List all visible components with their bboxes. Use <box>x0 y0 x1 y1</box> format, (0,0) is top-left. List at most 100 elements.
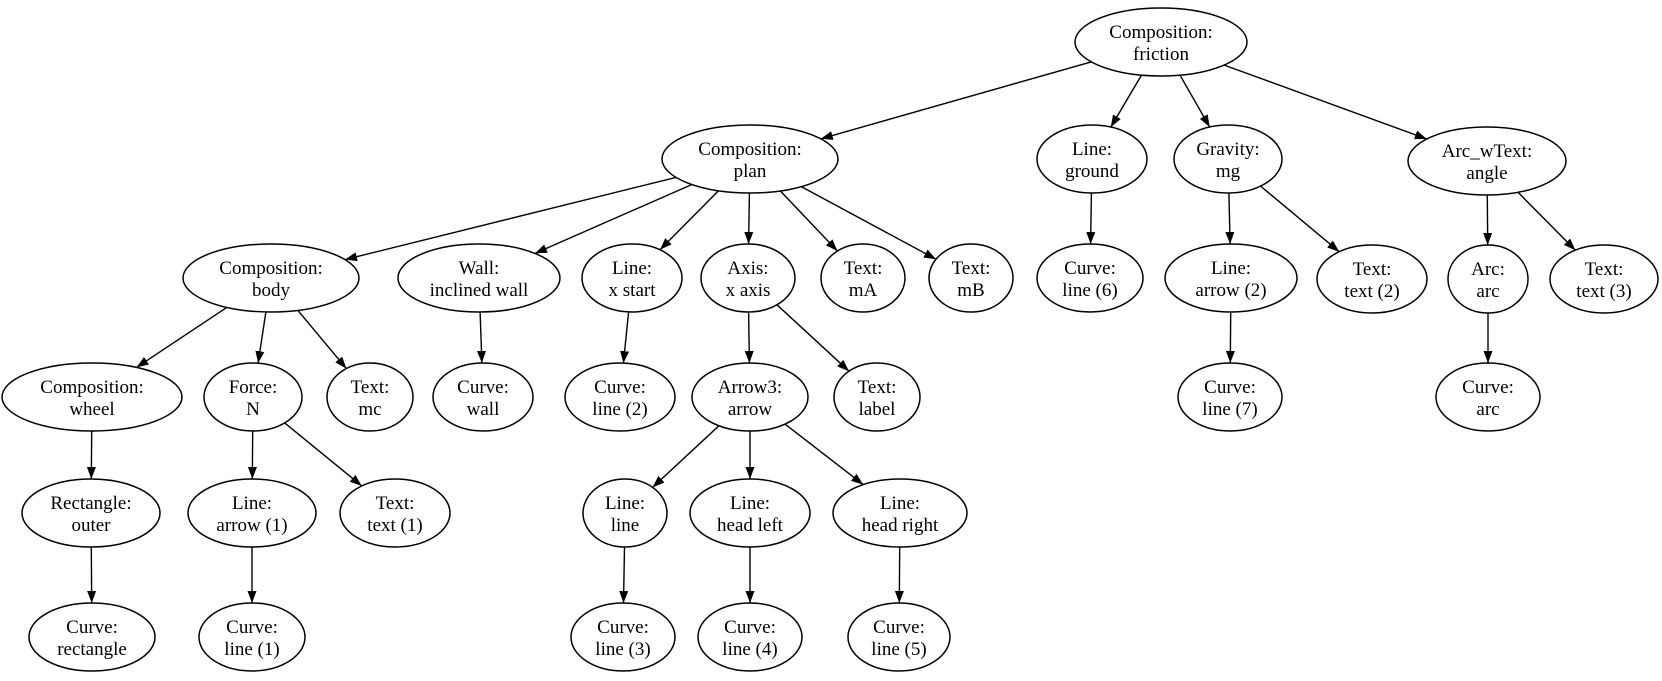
node-plan: Composition:plan <box>661 124 839 194</box>
node-ellipse-line7 <box>1177 362 1283 432</box>
node-ground: Line:ground <box>1036 124 1148 194</box>
node-outer: Rectangle:outer <box>21 478 161 548</box>
node-curvewall: Curve:wall <box>432 362 534 432</box>
node-ellipse-curverect <box>28 602 156 672</box>
edge-xaxis-label <box>776 304 850 372</box>
node-label-line2-curvewall: wall <box>467 399 500 420</box>
node-ellipse-friction <box>1074 7 1248 77</box>
node-label-line1-headright: Line: <box>880 493 920 514</box>
node-arrow1: Line:arrow (1) <box>187 478 317 548</box>
node-label-line1-outer: Rectangle: <box>50 493 131 514</box>
edge-plan-xaxis <box>744 192 754 245</box>
node-ellipse-text1 <box>339 478 451 548</box>
node-ellipse-line3 <box>570 602 676 672</box>
edge-lineline-line3 <box>619 546 629 604</box>
node-label-line2-arrow1: arrow (1) <box>216 515 287 536</box>
node-label-line1-line7: Curve: <box>1204 377 1256 398</box>
node-ellipse-angle <box>1407 126 1567 196</box>
node-label-line1-wall: Wall: <box>459 258 500 279</box>
node-label-line1-forceN: Force: <box>229 377 278 398</box>
node-curverect: Curve:rectangle <box>28 602 156 672</box>
node-label-line1-xaxis: Axis: <box>727 258 768 279</box>
node-label-line2-line4: line (4) <box>722 639 777 660</box>
edge-mg-arrow2 <box>1225 192 1235 245</box>
node-ellipse-xstart <box>581 243 683 313</box>
node-arrow3: Arrow3:arrow <box>691 362 809 432</box>
edge-forceN-text1 <box>284 422 363 487</box>
node-ellipse-wheel <box>1 362 183 432</box>
node-layer: Composition:frictionComposition:planLine… <box>1 7 1659 672</box>
node-label-line1-line6: Curve: <box>1064 258 1116 279</box>
edge-body-wheel <box>136 306 228 368</box>
edge-arrow3-lineline <box>652 425 720 488</box>
node-ellipse-mg <box>1173 124 1283 194</box>
node-label-line2-wheel: wheel <box>69 399 114 420</box>
node-label-line1-mA: Text: <box>844 258 883 279</box>
node-ellipse-headright <box>832 478 968 548</box>
node-label-line2-headright: head right <box>862 515 939 536</box>
edge-plan-body <box>344 176 677 262</box>
node-label-line2-line6: line (6) <box>1062 280 1117 301</box>
node-label-line2-text3: text (3) <box>1576 281 1631 302</box>
edge-plan-wall <box>534 183 693 255</box>
node-ellipse-line5 <box>847 602 951 672</box>
node-label-line1-headleft: Line: <box>730 493 770 514</box>
edge-body-mc <box>297 309 347 370</box>
node-forceN: Force:N <box>203 362 303 432</box>
node-ellipse-text3 <box>1549 244 1659 314</box>
node-label-line2-mg: mg <box>1216 161 1241 182</box>
node-label-line1-line5: Curve: <box>873 617 925 638</box>
node-label-line2-arrow2: arrow (2) <box>1195 280 1266 301</box>
node-label-line2-headleft: head left <box>717 515 784 536</box>
node-label-line1-plan: Composition: <box>698 139 801 160</box>
node-line3: Curve:line (3) <box>570 602 676 672</box>
node-ellipse-text2 <box>1316 244 1428 314</box>
node-text1: Text:text (1) <box>339 478 451 548</box>
node-label-line2-body: body <box>252 280 291 301</box>
node-label-line2-lineline: line <box>611 515 640 536</box>
node-label-line2-angle: angle <box>1466 163 1507 184</box>
node-label-line1-text1: Text: <box>376 493 415 514</box>
node-wheel: Composition:wheel <box>1 362 183 432</box>
node-label-line2-ground: ground <box>1065 161 1119 182</box>
node-ellipse-headleft <box>689 478 811 548</box>
node-label-line1-line1: Curve: <box>226 617 278 638</box>
node-ellipse-line6 <box>1036 243 1144 313</box>
node-mc: Text:mc <box>326 362 414 432</box>
node-text2: Text:text (2) <box>1316 244 1428 314</box>
node-label-line1-curvewall: Curve: <box>457 377 509 398</box>
node-label-line1-label: Text: <box>858 377 897 398</box>
node-ellipse-line4 <box>697 602 803 672</box>
node-angle: Arc_wText:angle <box>1407 126 1567 196</box>
edge-wall-curvewall <box>476 311 486 364</box>
node-label-line1-curverect: Curve: <box>66 617 118 638</box>
node-label-line2-mB: mB <box>957 280 984 301</box>
node-xstart: Line:x start <box>581 243 683 313</box>
node-label-line2-curverect: rectangle <box>57 639 127 660</box>
node-label-line1-mB: Text: <box>952 258 991 279</box>
edge-friction-mg <box>1179 74 1211 128</box>
node-mg: Gravity:mg <box>1173 124 1283 194</box>
edge-angle-text3 <box>1517 191 1576 251</box>
node-label-line2-wall: inclined wall <box>430 280 529 301</box>
node-label-line2-line7: line (7) <box>1202 399 1257 420</box>
node-ellipse-arrow1 <box>187 478 317 548</box>
node-label-line2-forceN: N <box>246 399 260 420</box>
node-label-line1-ground: Line: <box>1072 139 1112 160</box>
node-label-line1-arrow1: Line: <box>232 493 272 514</box>
node-ellipse-plan <box>661 124 839 194</box>
node-curvearc: Curve:arc <box>1435 362 1541 432</box>
node-label-line1-xstart: Line: <box>612 258 652 279</box>
node-label: Text:label <box>833 362 921 432</box>
node-ellipse-arc <box>1447 244 1529 314</box>
node-ellipse-curvewall <box>432 362 534 432</box>
node-lineline: Line:line <box>582 478 668 548</box>
node-ellipse-outer <box>21 478 161 548</box>
node-label-line1-wheel: Composition: <box>40 377 143 398</box>
node-ellipse-mB <box>928 243 1014 313</box>
edge-friction-ground <box>1110 74 1143 128</box>
node-body: Composition:body <box>182 243 360 313</box>
node-line5: Curve:line (5) <box>847 602 951 672</box>
node-label-line1-mg: Gravity: <box>1196 139 1259 160</box>
